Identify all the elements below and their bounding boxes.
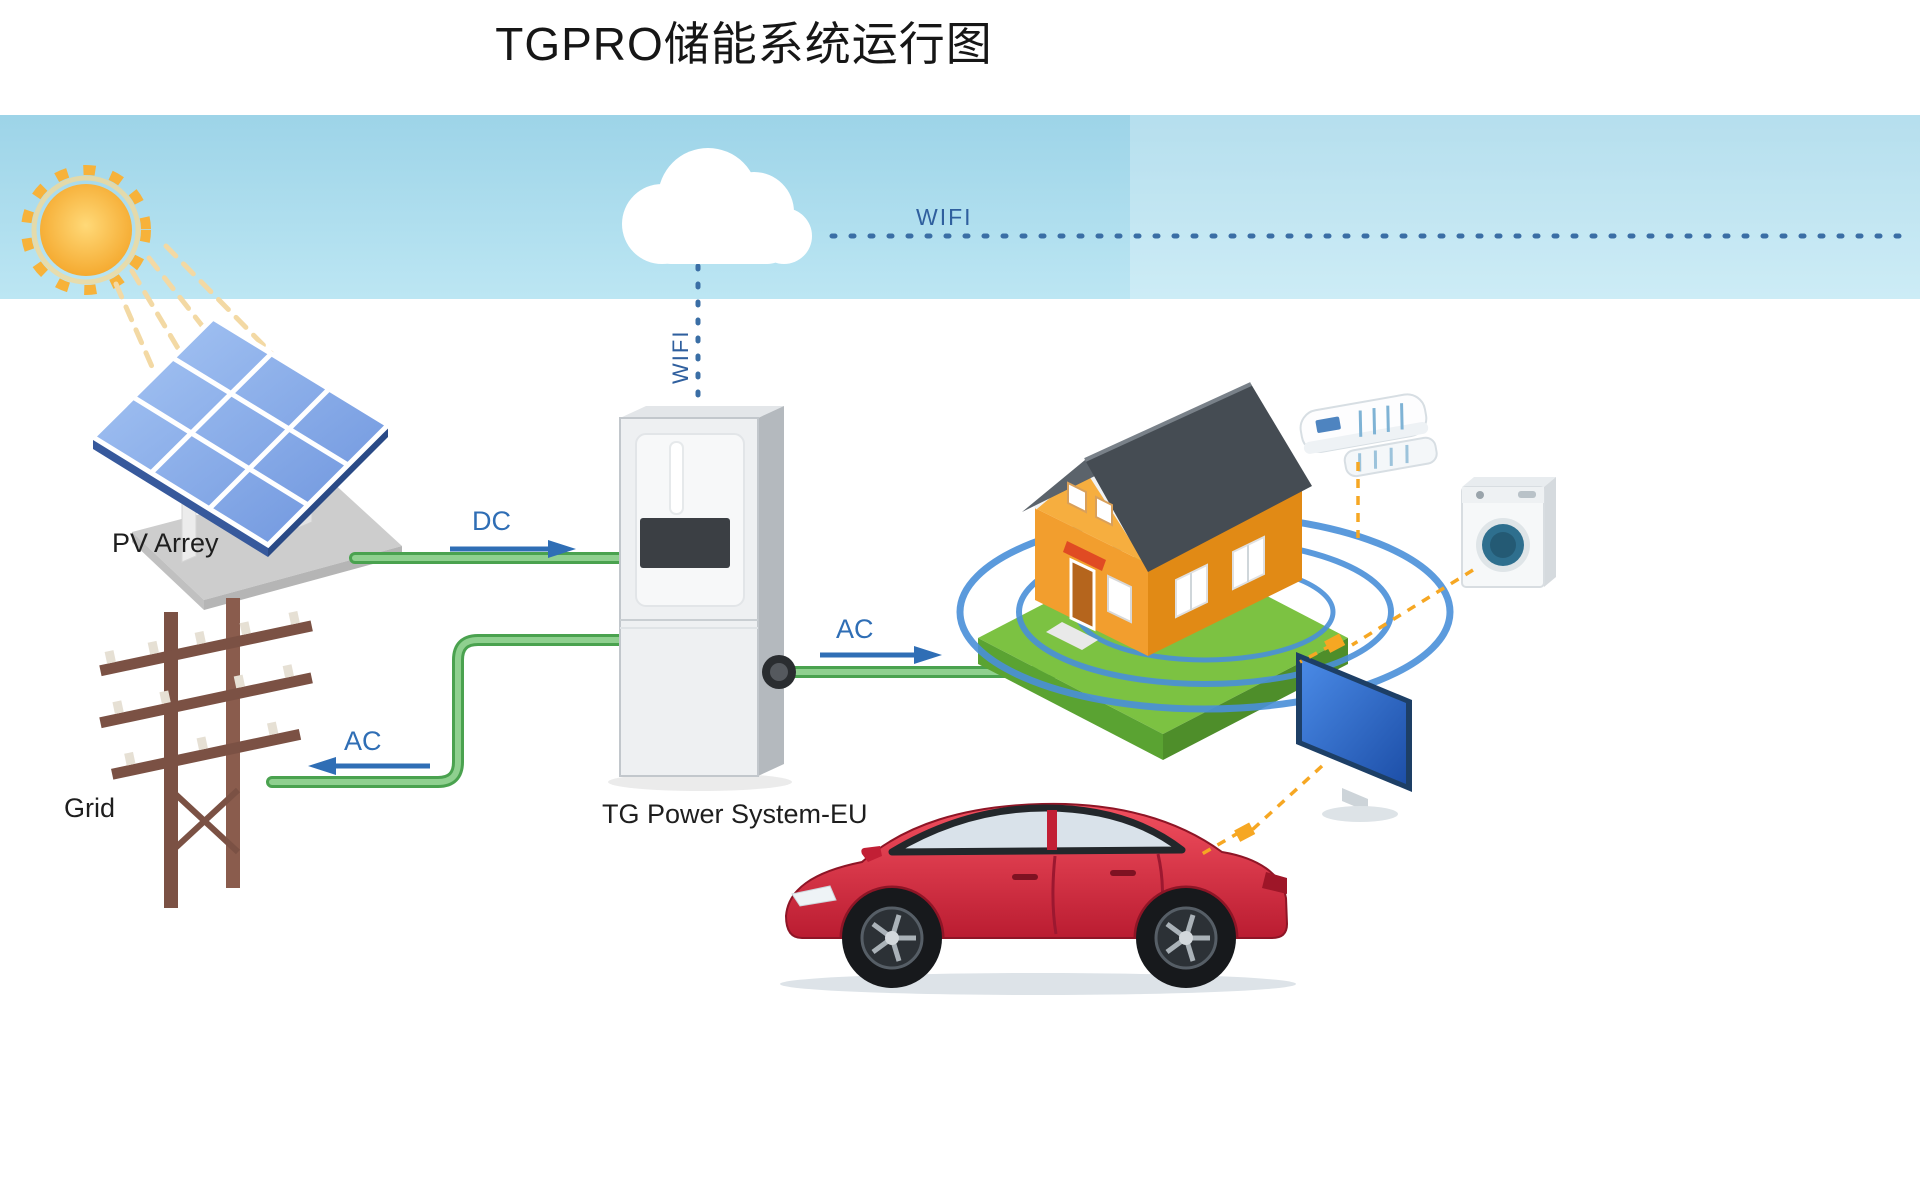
wifi-vertical-label: WIFI — [668, 329, 693, 384]
house — [1022, 382, 1312, 656]
ac-grid-flow-label: AC — [344, 726, 382, 756]
washing-machine-icon — [1461, 477, 1556, 588]
system-label: TG Power System-EU — [602, 799, 868, 829]
power-plug-node — [1324, 633, 1346, 653]
tv-icon — [1296, 652, 1412, 822]
diagram-title: TGPRO储能系统运行图 — [495, 18, 993, 70]
grid-label: Grid — [64, 793, 116, 823]
power-plug-node — [1234, 822, 1256, 842]
power-system-cabinet — [608, 406, 796, 791]
orange-dashed-links — [1201, 462, 1474, 856]
wifi-label: WIFI — [916, 204, 973, 230]
pv-array-label: PV Arrey — [112, 528, 219, 558]
sun-icon — [21, 165, 151, 295]
electric-car-icon — [780, 802, 1296, 995]
ac-grid-arrow — [308, 757, 430, 775]
ac-load-arrow — [820, 646, 942, 664]
ac-load-flow-label: AC — [836, 614, 874, 644]
grid-pole — [99, 598, 313, 908]
dc-arrow — [450, 540, 576, 558]
wire-grid-ac — [266, 634, 638, 788]
air-conditioner-icon — [1299, 393, 1438, 478]
pv-array — [88, 314, 402, 610]
cloud-icon — [622, 148, 812, 264]
sky-band — [0, 115, 1920, 299]
dc-flow-label: DC — [472, 506, 511, 536]
